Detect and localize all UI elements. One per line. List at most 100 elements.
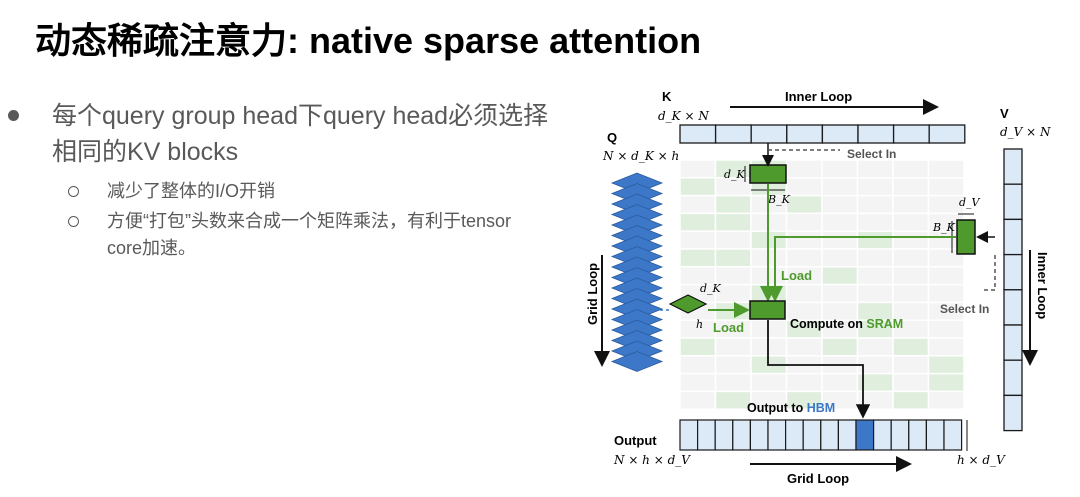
compute-on-label: Compute on SRAM [790, 317, 903, 331]
grid-cell [856, 194, 894, 215]
grid-cell [785, 230, 823, 250]
output-label: Output [614, 433, 657, 448]
h-q-label: h [696, 318, 703, 331]
load-v-label: Load [781, 268, 812, 283]
grid-cell [679, 248, 717, 268]
output-block [732, 419, 752, 451]
grid-cell [927, 177, 965, 197]
sub-bullet-2: 方便“打包”头数来合成一个矩阵乘法，有利于tensor core加速。 [107, 211, 512, 258]
k-block [714, 124, 752, 144]
output-block [696, 419, 716, 451]
grid-cell [714, 248, 752, 268]
grid-cell [785, 337, 823, 357]
grid-cell [892, 212, 930, 232]
grid-cell [927, 283, 965, 304]
grid-cell [785, 194, 823, 215]
grid-cell [856, 159, 894, 179]
grid-cell [892, 177, 930, 197]
grid-cell [821, 159, 859, 179]
output-block [679, 419, 699, 451]
v-block-column [1003, 148, 1023, 432]
output-height-label: h × d_V [957, 453, 1006, 467]
grid-cell [821, 177, 859, 197]
output-to-label: Output to HBM [747, 401, 835, 415]
output-block [908, 419, 927, 451]
grid-cell [714, 230, 752, 250]
output-block [890, 419, 910, 451]
grid-cell [892, 337, 930, 357]
selected-k-block [749, 164, 787, 184]
output-block [785, 419, 804, 451]
grid-cell [679, 177, 717, 197]
selected-v-block [956, 219, 976, 255]
bk-k-label: B_K [767, 193, 791, 206]
output-dims: N × h × d_V [613, 453, 691, 467]
grid-cell [785, 212, 823, 232]
grid-cell [856, 177, 894, 197]
attention-grid [679, 159, 965, 410]
grid-cell [927, 337, 965, 357]
grid-cell [714, 301, 752, 321]
k-block-row [679, 124, 966, 144]
grid-cell [821, 283, 859, 304]
grid-cell [856, 248, 894, 268]
output-block [714, 419, 734, 451]
sub-bullet-1: 减少了整体的I/O开销 [107, 181, 276, 201]
q-label: Q [607, 130, 617, 145]
grid-cell [927, 372, 965, 393]
grid-cell [892, 230, 930, 250]
grid-cell [785, 177, 823, 197]
grid-cell [927, 355, 965, 375]
k-block [679, 124, 717, 144]
grid-cell [892, 355, 930, 375]
k-block [821, 124, 859, 144]
loaded-q-diamond [668, 294, 708, 314]
v-block [1003, 148, 1023, 185]
grid-cell [714, 337, 752, 357]
bk-v-label: B_K [932, 221, 956, 234]
grid-loop-left-label: Grid Loop [585, 263, 600, 325]
grid-cell [856, 212, 894, 232]
grid-cell [821, 372, 859, 393]
grid-cell [679, 159, 717, 179]
output-block-row [679, 419, 963, 451]
v-block [1003, 289, 1023, 326]
grid-cell [892, 372, 930, 393]
nsa-kernel-diagram: K d_K × N Inner Loop Q N × d_K × h Grid … [585, 80, 1060, 490]
output-hbm-block [855, 419, 875, 451]
select-in-right-dash [982, 255, 996, 291]
k-dims: d_K × N [658, 109, 709, 123]
v-block [1003, 183, 1023, 221]
inner-loop-right-label: Inner Loop [1035, 252, 1050, 319]
grid-cell [821, 248, 859, 268]
v-block [1003, 359, 1023, 397]
grid-cell [821, 194, 859, 215]
grid-cell [892, 266, 930, 286]
compute-block [749, 300, 786, 320]
sub-bullet-dot [68, 186, 79, 197]
grid-cell [679, 230, 717, 250]
grid-cell [927, 159, 965, 179]
grid-loop-bottom-label: Grid Loop [787, 471, 849, 486]
grid-cell [785, 283, 823, 304]
q-diamond-stack [610, 172, 664, 372]
load-q-label: Load [713, 320, 744, 335]
q-dims: N × d_K × h [602, 149, 679, 163]
grid-cell [927, 266, 965, 286]
grid-cell [714, 212, 752, 232]
grid-cell [821, 212, 859, 232]
grid-cell [892, 248, 930, 268]
v-block [1003, 394, 1023, 432]
grid-cell [714, 283, 752, 304]
grid-cell [892, 159, 930, 179]
output-block [925, 419, 945, 451]
select-in-right-label: Select In [940, 302, 989, 316]
grid-cell [856, 283, 894, 304]
v-label: V [1000, 106, 1009, 121]
grid-cell [679, 337, 717, 357]
output-block [943, 419, 963, 451]
sub-bullet-dot [68, 216, 79, 227]
dv-v-label: d_V [959, 196, 981, 209]
output-block [802, 419, 822, 451]
grid-cell [714, 355, 752, 375]
